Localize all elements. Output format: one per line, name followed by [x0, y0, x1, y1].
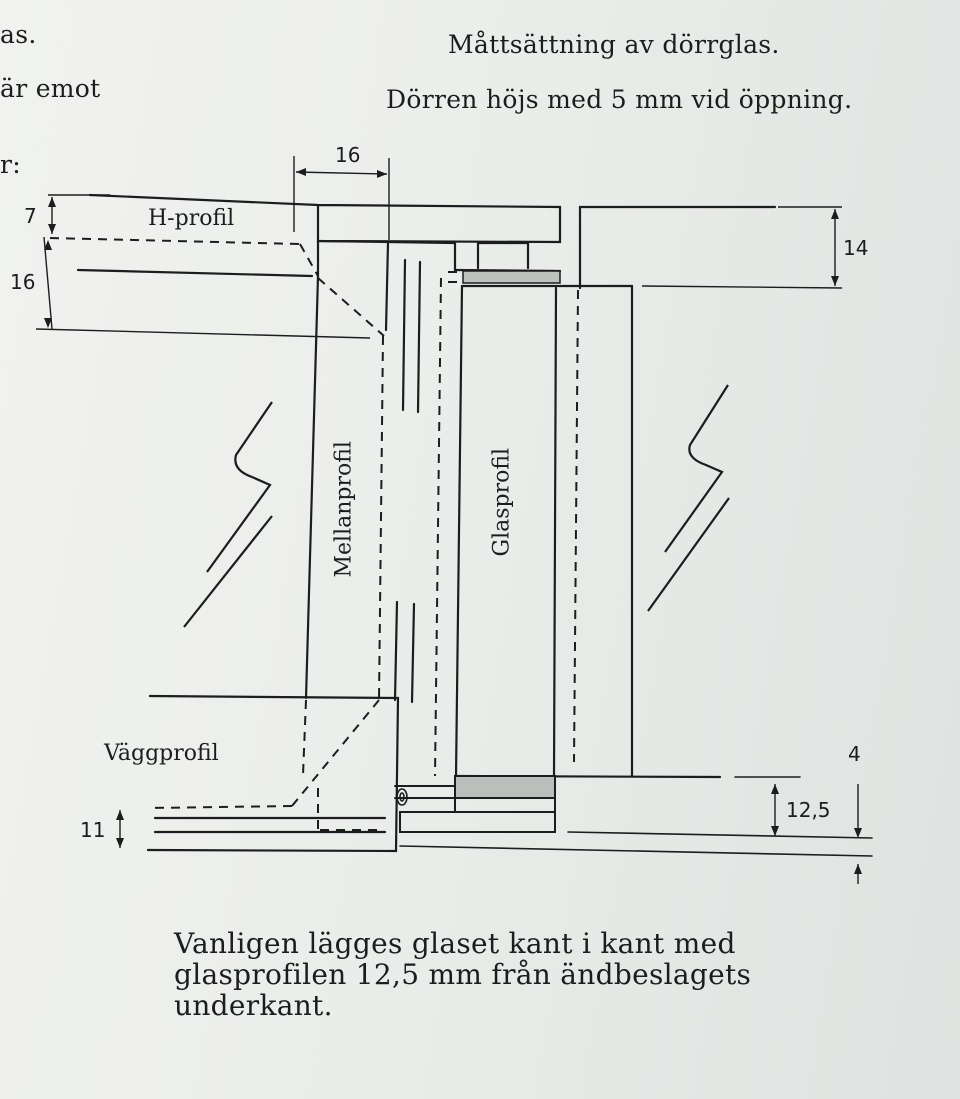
header-fragment-1: as. — [0, 20, 37, 49]
header-fragment-3: r: — [0, 150, 21, 179]
page-subtitle: Dörren höjs med 5 mm vid öppning. — [386, 85, 853, 114]
right-floor-lines — [399, 776, 873, 857]
dim-7: 7 — [24, 204, 37, 228]
dimension-arrows — [44, 168, 862, 874]
dim-16-left: 16 — [10, 270, 36, 294]
label-vaggprofil: Väggprofil — [104, 741, 219, 766]
dim-11: 11 — [80, 818, 106, 842]
label-mellanprofil: Mellanprofil — [331, 441, 357, 578]
glass-top-band — [462, 270, 561, 284]
footer-note: Vanligen lägges glaset kant i kant med g… — [174, 927, 752, 1022]
break-marks — [183, 384, 730, 628]
label-glasprofil: Glasprofil — [489, 447, 515, 557]
h-profil-shape — [76, 193, 562, 278]
vaggprofil-shape — [146, 694, 400, 853]
right-top-plate — [578, 205, 777, 290]
dim-14: 14 — [843, 236, 869, 260]
dim-16-top: 16 — [335, 143, 361, 167]
glasprofil-shape — [453, 241, 722, 779]
page-title: Måttsättning av dörrglas. — [448, 30, 780, 59]
screw-icon — [396, 788, 408, 806]
label-h-profil: H-profil — [148, 206, 235, 231]
mellanprofil-shape — [304, 239, 457, 704]
dim-12-5: 12,5 — [786, 798, 831, 822]
glass-bottom-block — [394, 775, 556, 833]
dim-4: 4 — [848, 742, 861, 766]
header-fragment-2: är emot — [0, 74, 101, 103]
dimension-lines — [35, 156, 859, 884]
